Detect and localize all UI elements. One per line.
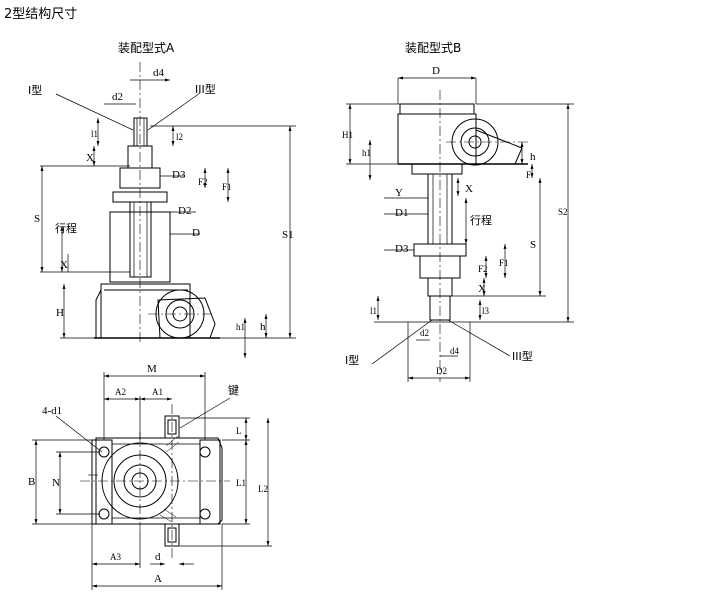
view-a-label-l2: l2 [176, 132, 183, 142]
view-a-label-type1: I型 [28, 83, 42, 97]
plan-label-A: A [154, 573, 162, 585]
view-b-label-h1: h1 [362, 148, 371, 158]
plan-label-L2: L2 [258, 484, 268, 494]
plan-label-key: 键 [228, 383, 239, 397]
plan-label-M: M [147, 363, 157, 375]
plan-label-holes: 4-d1 [42, 405, 62, 417]
plan-label-L1: L1 [236, 478, 246, 488]
view-b-label-Y: Y [395, 187, 403, 199]
view-b-label-x-lower: X [478, 283, 486, 295]
plan-label-A3: A3 [110, 552, 121, 562]
view-b-label-l3: l3 [482, 306, 490, 316]
view-b-label-type1: I型 [345, 353, 359, 367]
view-a-label-S1: S1 [282, 229, 294, 241]
view-b-label-d4: d4 [450, 346, 460, 356]
view-a-label-D: D [192, 227, 200, 239]
view-a-label-h: h [260, 321, 266, 333]
view-b-label-S2: S2 [558, 207, 568, 217]
view-b-label-D: D [432, 65, 440, 77]
plan-label-d: d [155, 551, 161, 563]
plan-view: M A2 A1 键 4-d1 B N L L1 L2 A3 d [28, 363, 272, 590]
view-a-label-S: S [34, 213, 40, 225]
plan-label-L: L [236, 426, 242, 436]
view-b-label-type3: III型 [512, 349, 533, 363]
view-a-label-x-top: X [86, 152, 94, 164]
view-b-label-H1: H1 [342, 130, 353, 140]
view-b-label-d2: d2 [420, 328, 429, 338]
plan-label-N: N [52, 477, 60, 489]
plan-label-B: B [28, 476, 35, 488]
view-b-label-F2: F2 [478, 264, 488, 274]
view-b-label-stroke: 行程 [470, 214, 492, 227]
view-a-label-x-bottom: X [60, 259, 68, 271]
view-a-label-D2: D2 [178, 205, 191, 217]
view-a-label-F2: F2 [198, 177, 208, 187]
view-b-label-D1: D1 [395, 207, 408, 219]
view-b-label-F1: F1 [499, 258, 509, 268]
view-a: 装配型式A I型 III型 d4 [28, 41, 296, 358]
view-a-label-type3: III型 [195, 82, 216, 96]
plan-label-A2: A2 [115, 387, 126, 397]
view-a-label-D3: D3 [172, 169, 186, 181]
view-b-title: 装配型式B [405, 41, 461, 55]
view-a-label-stroke: 行程 [55, 222, 77, 235]
view-b-label-h: h [530, 151, 536, 163]
view-a-label-h1: h1 [236, 322, 245, 332]
page-heading: 2型结构尺寸 [4, 7, 77, 22]
view-b-label-D2: D2 [436, 366, 447, 376]
view-a-label-F1: F1 [222, 182, 232, 192]
view-a-label-l1: l1 [91, 129, 98, 139]
view-a-label-d2: d2 [112, 91, 123, 103]
view-a-title: 装配型式A [118, 41, 175, 55]
view-b: 装配型式B D H1 h1 h F X [342, 41, 574, 382]
plan-label-A1: A1 [152, 387, 163, 397]
view-b-label-x-upper: X [465, 183, 473, 195]
view-a-label-d4: d4 [153, 67, 165, 79]
view-b-label-l1: l1 [370, 306, 377, 316]
view-b-label-S: S [530, 239, 536, 251]
view-b-label-D3: D3 [395, 243, 409, 255]
view-b-label-F: F [526, 170, 531, 180]
view-a-label-H: H [56, 307, 64, 319]
